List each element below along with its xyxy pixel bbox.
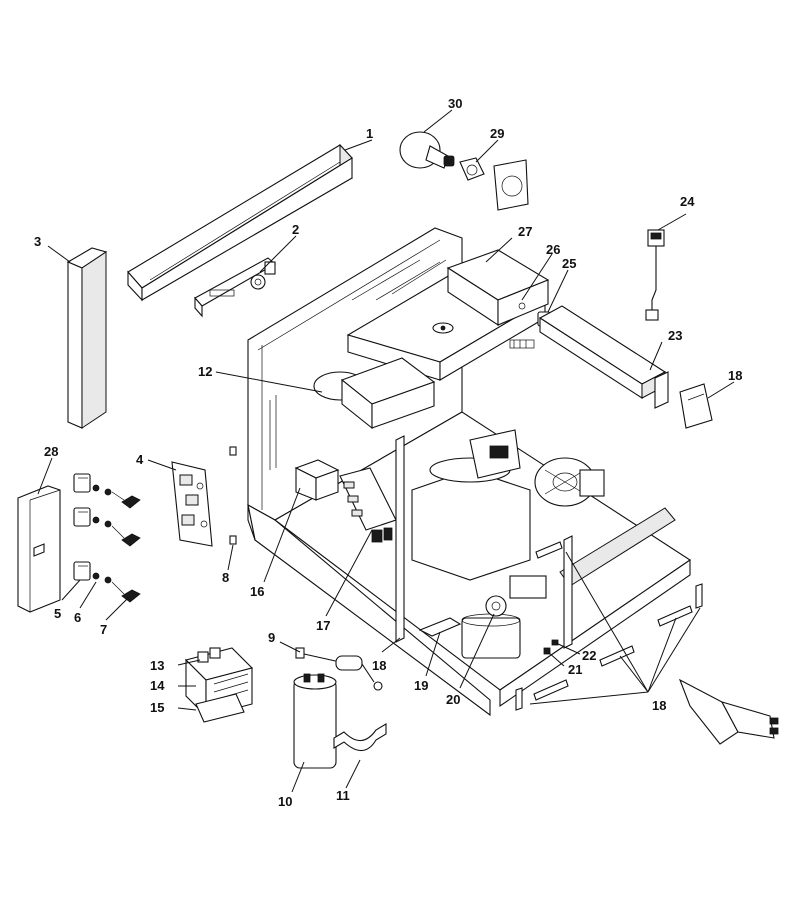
callout-19: 19 [414, 678, 428, 693]
callout-30: 30 [448, 96, 462, 111]
part-20-hv-diode [461, 575, 547, 659]
part-23-rear-channel [538, 305, 669, 409]
callout-12: 12 [198, 364, 212, 379]
callout-18c: 18 [652, 698, 666, 713]
callout-27: 27 [518, 224, 532, 239]
callout-18a: 18 [372, 658, 386, 673]
callout-20: 20 [446, 692, 460, 707]
callout-9: 9 [268, 630, 275, 645]
part-26-control-box [446, 249, 550, 327]
part-30-lamp [399, 131, 455, 169]
callout-6: 6 [74, 610, 81, 625]
part-3-side-duct [66, 247, 108, 429]
callout-14: 14 [150, 678, 165, 693]
callout-4: 4 [136, 452, 144, 467]
blower-housing [411, 429, 605, 581]
callout-7: 7 [100, 622, 107, 637]
part-15-magnetron-flange [195, 693, 245, 723]
callout-18b: 18 [728, 368, 742, 383]
part-2-control-bracket [194, 257, 276, 318]
part-29-lamp-socket [459, 157, 529, 211]
part-10-hv-capacitor [293, 673, 337, 769]
callout-3: 3 [34, 234, 41, 249]
part-4-latch-board [171, 461, 213, 547]
part-9-hv-wire [295, 647, 383, 691]
callout-24: 24 [680, 194, 695, 209]
callout-labels: 1 2 3 4 5 6 7 8 9 10 11 12 13 14 15 16 1… [34, 96, 742, 809]
callout-25: 25 [562, 256, 576, 271]
part-16-relay-block [294, 459, 340, 501]
callout-28: 28 [44, 444, 58, 459]
part-22-clamp [551, 639, 559, 646]
callout-26: 26 [546, 242, 560, 257]
part-21-clamp [543, 647, 551, 655]
part-13-magnetron-terminal [197, 647, 221, 663]
leader-lines [37, 109, 735, 793]
callout-5: 5 [54, 606, 61, 621]
part-6-screws [92, 484, 112, 584]
part-19-base-plate [418, 617, 462, 637]
power-cord [678, 678, 779, 745]
part-12-transformer [313, 357, 436, 430]
part-1-vent-cover [127, 143, 353, 302]
callout-1: 1 [366, 126, 373, 141]
callout-2: 2 [292, 222, 299, 237]
part-11-capacitor-clamp [333, 723, 387, 752]
callout-13: 13 [150, 658, 164, 673]
part-28-side-shield [17, 485, 61, 613]
callout-15: 15 [150, 700, 164, 715]
callout-8: 8 [222, 570, 229, 585]
part-7-switch-actuators [111, 491, 141, 603]
callout-17: 17 [316, 618, 330, 633]
part-5-door-switch-set [73, 473, 91, 581]
callout-22: 22 [582, 648, 596, 663]
part-24-thermal-fuse [645, 229, 665, 321]
part-8-clip [229, 446, 237, 545]
callout-10: 10 [278, 794, 292, 809]
callout-16: 16 [250, 584, 264, 599]
callout-29: 29 [490, 126, 504, 141]
callout-11: 11 [336, 788, 350, 803]
callout-23: 23 [668, 328, 682, 343]
callout-21: 21 [568, 662, 582, 677]
part-18-spacer-strips [395, 383, 713, 711]
